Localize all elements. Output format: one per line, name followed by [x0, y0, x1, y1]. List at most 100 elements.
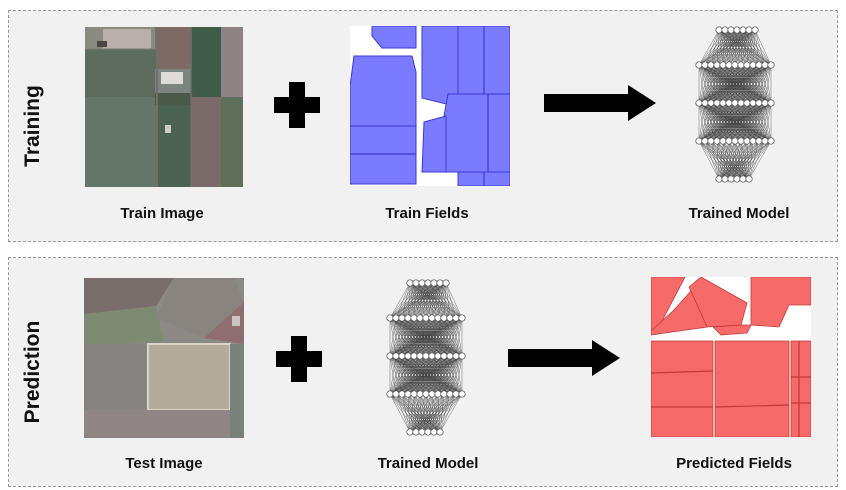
- network-node: [440, 352, 448, 360]
- network-node: [430, 428, 438, 436]
- neural-network-icon: [384, 278, 468, 438]
- predicted-fields-image: [651, 277, 811, 437]
- network-node: [713, 99, 721, 107]
- network-node: [719, 99, 727, 107]
- network-node: [755, 137, 763, 145]
- network-node: [434, 314, 442, 322]
- network-node: [737, 61, 745, 69]
- network-node: [406, 428, 414, 436]
- network-node: [386, 390, 394, 398]
- network-node: [428, 314, 436, 322]
- network-node: [392, 390, 400, 398]
- test-image: [84, 278, 244, 438]
- network-node: [422, 390, 430, 398]
- network-node: [434, 352, 442, 360]
- network-node: [719, 137, 727, 145]
- train-fields-image: [350, 26, 510, 186]
- network-node: [428, 390, 436, 398]
- network-node: [386, 352, 394, 360]
- network-node: [707, 99, 715, 107]
- network-node: [436, 279, 444, 287]
- network-node: [731, 99, 739, 107]
- predicted-fields-caption: Predicted Fields: [676, 455, 792, 472]
- train-fields-caption: Train Fields: [385, 205, 469, 222]
- train-image: [85, 27, 243, 187]
- network-node: [458, 352, 466, 360]
- network-node: [392, 314, 400, 322]
- network-node: [743, 99, 751, 107]
- network-node: [446, 352, 454, 360]
- network-node: [452, 352, 460, 360]
- network-node: [761, 137, 769, 145]
- network-node: [767, 99, 775, 107]
- network-node: [398, 390, 406, 398]
- plus-icon: [276, 336, 322, 382]
- network-node: [749, 61, 757, 69]
- right-arrow-icon: [544, 85, 656, 121]
- network-node: [446, 314, 454, 322]
- network-node: [727, 26, 735, 34]
- network-node: [424, 279, 432, 287]
- network-node: [767, 137, 775, 145]
- network-node: [695, 99, 703, 107]
- network-node: [715, 26, 723, 34]
- prediction-label-wrap: Prediction: [9, 258, 57, 486]
- network-node: [452, 314, 460, 322]
- network-node: [410, 390, 418, 398]
- network-node: [430, 279, 438, 287]
- network-node: [707, 137, 715, 145]
- network-node: [695, 137, 703, 145]
- network-node: [731, 137, 739, 145]
- network-node: [739, 26, 747, 34]
- network-node: [755, 99, 763, 107]
- trained-model-caption: Trained Model: [688, 205, 790, 222]
- network-node: [737, 137, 745, 145]
- test-image-caption: Test Image: [125, 455, 203, 472]
- network-node: [715, 175, 723, 183]
- network-node: [458, 390, 466, 398]
- network-node: [452, 390, 460, 398]
- network-node: [725, 61, 733, 69]
- right-arrow-icon: [508, 340, 620, 376]
- network-node: [767, 61, 775, 69]
- train-image-caption: Train Image: [120, 205, 204, 222]
- network-node: [412, 279, 420, 287]
- network-node: [737, 99, 745, 107]
- network-node: [695, 61, 703, 69]
- network-node: [755, 61, 763, 69]
- network-node: [731, 61, 739, 69]
- network-node: [725, 137, 733, 145]
- training-label-wrap: Training: [9, 11, 57, 241]
- network-node: [436, 428, 444, 436]
- network-node: [725, 99, 733, 107]
- network-node: [410, 352, 418, 360]
- network-node: [721, 175, 729, 183]
- network-node: [701, 99, 709, 107]
- network-node: [398, 314, 406, 322]
- network-node: [719, 61, 727, 69]
- network-node: [398, 352, 406, 360]
- neural-network-icon: [693, 25, 777, 185]
- network-node: [701, 137, 709, 145]
- network-node: [745, 175, 753, 183]
- network-node: [418, 428, 426, 436]
- network-node: [701, 61, 709, 69]
- network-node: [458, 314, 466, 322]
- network-node: [412, 428, 420, 436]
- network-node: [745, 26, 753, 34]
- network-node: [416, 314, 424, 322]
- network-node: [713, 61, 721, 69]
- network-node: [404, 352, 412, 360]
- network-node: [743, 137, 751, 145]
- network-node: [392, 352, 400, 360]
- network-node: [418, 279, 426, 287]
- network-node: [761, 99, 769, 107]
- network-node: [416, 352, 424, 360]
- network-node: [404, 314, 412, 322]
- network-node: [434, 390, 442, 398]
- network-node: [410, 314, 418, 322]
- network-node: [422, 314, 430, 322]
- network-node: [428, 352, 436, 360]
- network-node: [749, 137, 757, 145]
- network-node: [749, 99, 757, 107]
